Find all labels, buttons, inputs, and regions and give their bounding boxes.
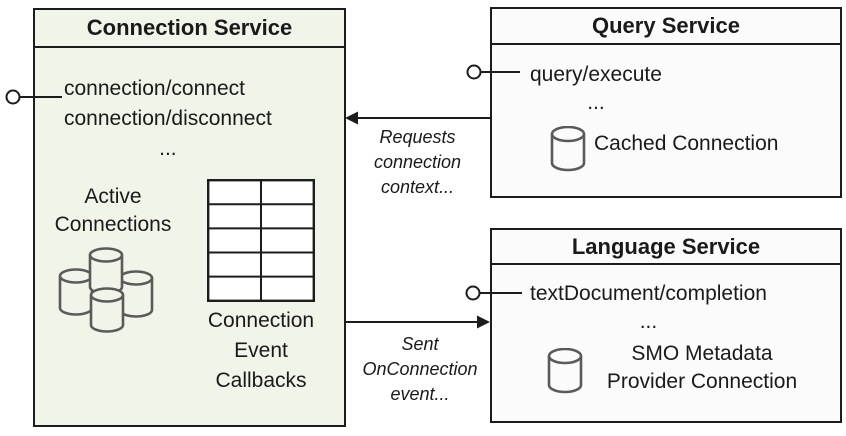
- language-methods-list: textDocument/completion ...: [530, 280, 767, 336]
- connection-service-title: Connection Service: [35, 10, 344, 48]
- method-textdocument-completion: textDocument/completion: [530, 282, 767, 305]
- database-cluster-icon: [58, 247, 154, 333]
- table-grid-icon: [207, 179, 315, 302]
- method-connection-disconnect: connection/disconnect: [64, 107, 272, 130]
- query-methods-list: query/execute ...: [530, 61, 662, 117]
- requests-arrow-label: Requests connection context...: [373, 127, 462, 197]
- arrowhead-right-icon: [477, 315, 490, 329]
- method-connection-connect: connection/connect: [64, 77, 245, 100]
- lollipop-circle-icon: [5, 89, 21, 105]
- smo-metadata-provider-connection-label: SMO Metadata Provider Connection: [606, 342, 798, 393]
- database-cylinder: [58, 268, 94, 316]
- methods-ellipsis: ...: [639, 310, 658, 333]
- query-service-title: Query Service: [492, 9, 840, 45]
- requests-connection-arrow: [345, 111, 490, 125]
- methods-ellipsis: ...: [587, 91, 605, 114]
- database-icon: [550, 126, 586, 172]
- sent-arrow-label: Sent OnConnection event...: [362, 334, 478, 404]
- connection-methods-list: connection/connect connection/disconnect…: [64, 74, 272, 164]
- database-cylinder: [88, 247, 124, 295]
- connection-event-callbacks-label: Connection Event Callbacks: [207, 309, 315, 392]
- language-service-box: Language Service textDocument/completion…: [490, 228, 842, 423]
- arrowhead-left-icon: [345, 111, 358, 125]
- database-icon: [547, 348, 583, 394]
- query-service-box: Query Service query/execute ... Cached C…: [490, 7, 842, 198]
- methods-ellipsis: ...: [159, 137, 177, 160]
- sent-onconnection-arrow: [345, 315, 490, 329]
- language-service-title: Language Service: [492, 230, 840, 265]
- lollipop-circle-icon: [465, 285, 481, 301]
- lollipop-circle-icon: [466, 64, 482, 80]
- database-cylinder: [89, 287, 125, 333]
- cached-connection-label: Cached Connection: [594, 132, 779, 155]
- method-query-execute: query/execute: [530, 63, 662, 86]
- database-cylinder: [118, 270, 154, 318]
- connection-service-box: Connection Service connection/connect co…: [33, 8, 346, 427]
- active-connections-label: Active Connections: [54, 185, 172, 236]
